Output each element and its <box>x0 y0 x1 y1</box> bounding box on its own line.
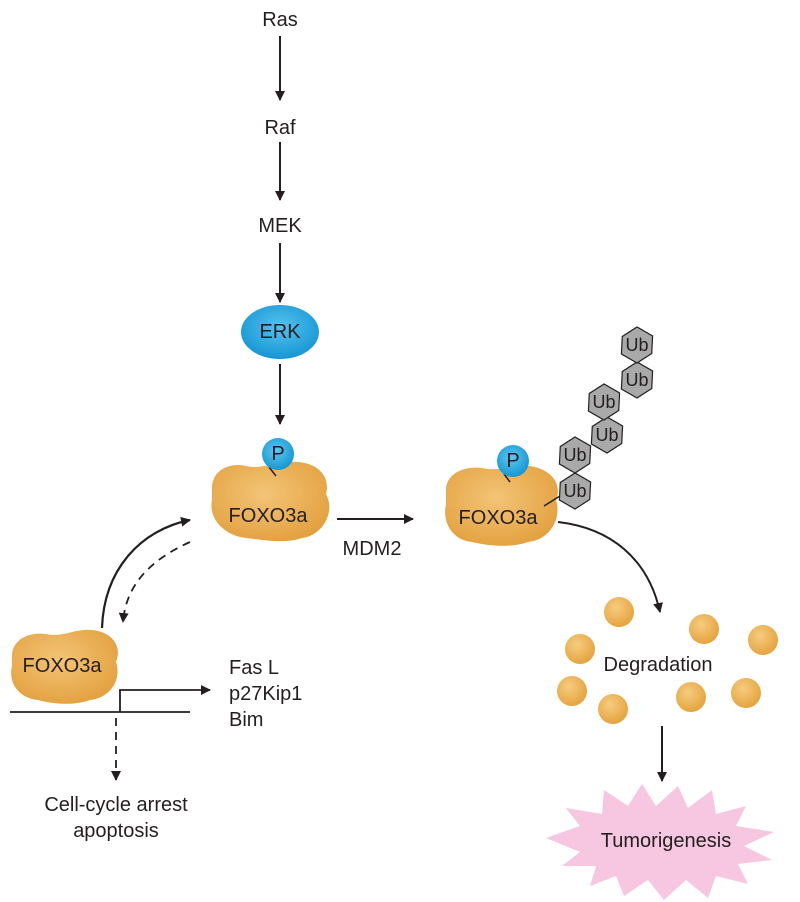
foxo-label-left: FOXO3a <box>22 655 102 677</box>
erk-oval <box>241 305 319 359</box>
outcome-line-2: apoptosis <box>73 820 159 842</box>
tumorigenesis-label: Tumorigenesis <box>600 830 732 852</box>
ras-label: Ras <box>262 9 298 31</box>
phospho-link-middle <box>268 466 277 477</box>
phospho-label-middle: P <box>271 443 285 465</box>
arrow-left-to-middle <box>100 516 191 629</box>
phospho-circle-right <box>497 445 529 477</box>
ub-hex-6 <box>620 326 654 364</box>
ub-hex-3 <box>590 416 624 454</box>
foxo-blob-left <box>11 629 118 704</box>
phospho-circle-middle <box>262 438 294 470</box>
fragment-7 <box>731 678 761 708</box>
erk-label: ERK <box>259 321 301 343</box>
ub-hex-5 <box>620 361 654 399</box>
fragment-6 <box>676 682 706 712</box>
target-fas-l: Fas L <box>229 657 280 679</box>
ub-label-1: Ub <box>563 481 587 501</box>
fragment-5 <box>557 676 587 706</box>
raf-label: Raf <box>264 117 296 139</box>
degradation-label: Degradation <box>603 654 713 676</box>
dashed-arrow-middle-to-left <box>118 541 191 623</box>
phospho-link-right <box>503 473 511 483</box>
ub-label-6: Ub <box>625 335 649 355</box>
foxo-label-middle: FOXO3a <box>228 505 308 527</box>
ub-label-3: Ub <box>595 425 619 445</box>
target-p27kip1: p27Kip1 <box>229 683 303 705</box>
outcome-line-1: Cell-cycle arrest <box>44 794 188 816</box>
ub-hex-4 <box>587 383 621 421</box>
fragment-1 <box>604 597 634 627</box>
foxo-label-right: FOXO3a <box>458 507 538 529</box>
ub-label-2: Ub <box>563 445 587 465</box>
arrow-to-degradation <box>557 521 663 613</box>
foxo-blob-middle <box>211 461 330 542</box>
degradation-fragments <box>557 597 778 724</box>
fragment-3 <box>748 625 778 655</box>
mek-label: MEK <box>258 215 302 237</box>
phospho-label-right: P <box>506 450 520 472</box>
ub-hex-2 <box>558 436 592 474</box>
transcription-start-arrow <box>119 685 211 712</box>
ub-chain <box>558 326 654 510</box>
ub-label-5: Ub <box>625 370 649 390</box>
ub-link <box>543 495 561 507</box>
ub-label-4: Ub <box>592 392 616 412</box>
tumorigenesis-burst <box>546 784 774 900</box>
fragment-8 <box>598 694 628 724</box>
target-bim: Bim <box>229 709 264 731</box>
foxo-blob-right <box>445 465 558 546</box>
fragment-2 <box>689 614 719 644</box>
fragment-4 <box>565 634 595 664</box>
mdm2-label: MDM2 <box>342 538 402 560</box>
ub-hex-1 <box>558 472 592 510</box>
